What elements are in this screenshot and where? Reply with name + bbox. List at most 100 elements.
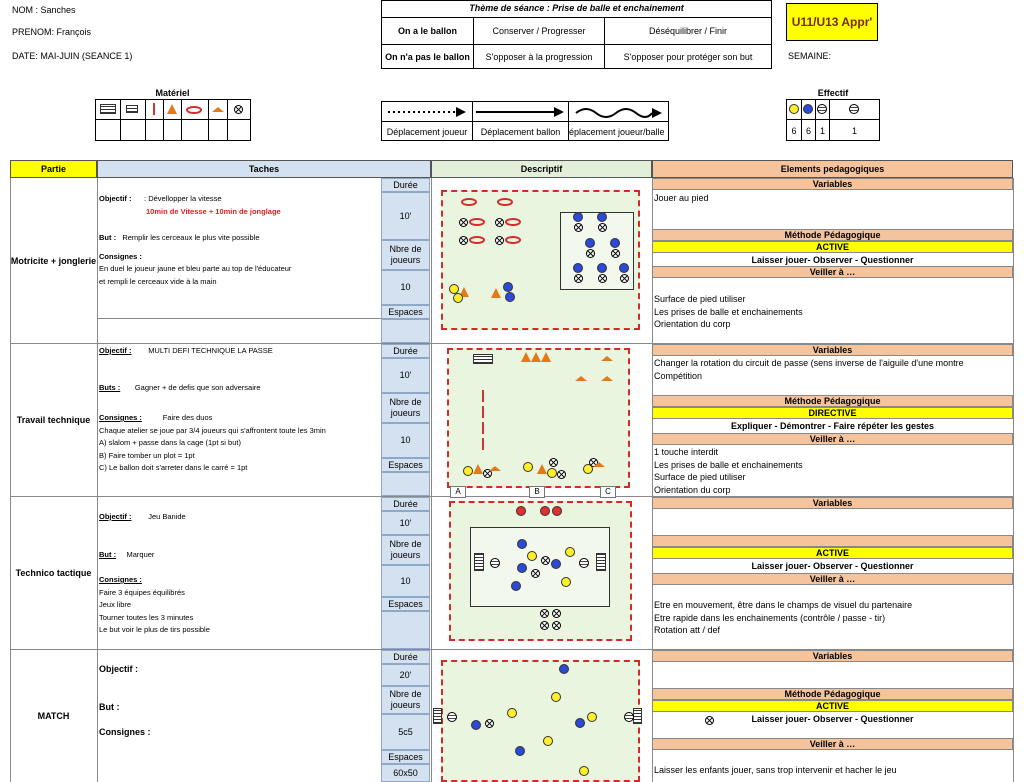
ball-icon [234, 105, 243, 114]
methode-type-3: ACTIVE [652, 547, 1013, 559]
duree-value-1: 10' [381, 192, 430, 240]
diagram-tactique [449, 501, 632, 641]
pole-icon [153, 103, 155, 115]
variables-bar-4: Variables [652, 650, 1013, 662]
match-but: But : [99, 702, 120, 712]
diagram-technique [447, 348, 630, 488]
espaces-label-4: Espaces [381, 750, 430, 764]
task-motricite: Objectif : : Dévellopper la vitesse 10mi… [99, 193, 379, 288]
ball-icon [705, 716, 714, 725]
veiller-bar-2: Veiller à … [652, 433, 1013, 445]
duree-label-4: Durée [381, 650, 430, 664]
prenom-text: PRENOM: François [12, 27, 92, 37]
methode-bar-2: Méthode Pédagogique [652, 395, 1013, 407]
effectif-yellow: 6 [791, 126, 797, 136]
nom-text: NOM : Sanches [12, 5, 76, 15]
methode-detail-4: Laisser jouer- Observer - Questionner [751, 714, 914, 724]
veiller-bar-1: Veiller à … [652, 266, 1013, 278]
methode-type-4: ACTIVE [652, 700, 1013, 712]
nbre-value-2: 10 [381, 423, 430, 458]
effectif-neutral: 1 [851, 126, 857, 136]
partie-technique: Travail technique [16, 415, 91, 425]
espaces-label-1: Espaces [381, 305, 430, 319]
veiller-3: Etre en mouvement, être dans le champs d… [654, 600, 913, 635]
duree-label-3: Durée [381, 497, 430, 511]
espaces-value-1 [381, 319, 430, 343]
match-consignes: Consignes : [99, 727, 151, 737]
flat-cone-icon [212, 107, 224, 112]
duree-label-1: Durée [381, 178, 430, 192]
col-elements: Elements pedagogiques [652, 160, 1013, 178]
station-a: A [450, 486, 466, 498]
partie-tactique: Technico tactique [15, 568, 92, 578]
duree-label-2: Durée [381, 344, 430, 358]
methode-bar-1: Méthode Pédagogique [652, 229, 1013, 241]
category-badge: U11/U13 Appr' [786, 3, 878, 41]
duree-value-2: 10' [381, 358, 430, 393]
espaces-value-4: 60x50 [381, 764, 430, 782]
legend-deplacement-joueur: Déplacement joueur [386, 127, 468, 137]
espaces-label-2: Espaces [381, 458, 430, 472]
veiller-2: 1 touche interdit Les prises de balle et… [654, 447, 803, 495]
veiller-1: Surface de pied utiliser Les prises de b… [654, 294, 803, 329]
effectif-blue: 6 [805, 126, 811, 136]
espaces-label-3: Espaces [381, 597, 430, 611]
variables-1: Jouer au pied [654, 193, 709, 203]
dotted-arrow-icon [388, 107, 466, 117]
bib-player-icon [817, 104, 827, 114]
movement-legend: Déplacement joueur Déplacement ballon ép… [381, 101, 669, 141]
cone-icon [167, 104, 177, 114]
station-b: B [529, 486, 545, 498]
col-partie: Partie [10, 160, 97, 178]
yellow-player-icon [789, 104, 799, 114]
diagram-motricite [441, 190, 640, 330]
col-taches: Taches [97, 160, 431, 178]
objectif-red: 10min de Vitesse + 10min de jonglage [146, 206, 281, 216]
station-c: C [600, 486, 616, 498]
variables-bar-3: Variables [652, 497, 1013, 509]
materiel-title: Matériel [155, 88, 190, 98]
nbre-label-2: Nbre de joueurs [381, 393, 430, 423]
methode-bar-3 [652, 535, 1013, 547]
veiller-bar-3: Veiller à … [652, 573, 1013, 585]
veiller-4: Laisser les enfants jouer, sans trop int… [654, 765, 897, 775]
neutral-player-icon [849, 104, 859, 114]
effectif-title: Effectif [817, 88, 849, 98]
nbre-value-1: 10 [381, 270, 430, 305]
veiller-bar-4: Veiller à … [652, 738, 1013, 750]
hoop-icon [186, 106, 202, 114]
espaces-value-3 [381, 611, 430, 649]
methode-detail-3: Laisser jouer- Observer - Questionner [751, 561, 914, 571]
methode-bar-4: Méthode Pédagogique [652, 688, 1013, 700]
effectif-table: 6 6 1 1 [786, 99, 880, 141]
wavy-arrow-icon [575, 108, 662, 118]
blue-player-icon [803, 104, 813, 114]
opposer-but-label: S'opposer pour protéger son but [623, 52, 753, 62]
semaine-label: SEMAINE: [788, 51, 832, 61]
duree-value-4: 20' [381, 664, 430, 686]
legend-deplacement-ballon: Déplacement ballon [480, 127, 561, 137]
variables-2: Changer la rotation du circuit de passe … [654, 358, 964, 381]
effectif-bib: 1 [819, 126, 825, 136]
mini-goal-icon [126, 105, 138, 113]
nbre-value-3: 10 [381, 565, 430, 597]
variables-bar-1: Variables [652, 178, 1013, 190]
conserver-label: Conserver / Progresser [492, 26, 586, 36]
nbre-label-1: Nbre de joueurs [381, 240, 430, 270]
desequilibrer-label: Déséquilibrer / Finir [648, 26, 728, 36]
col-descriptif: Descriptif [431, 160, 652, 178]
methode-detail-1: Laisser jouer- Observer - Questionner [751, 255, 914, 265]
on-na-pas-label: On n'a pas le ballon [385, 52, 470, 62]
methode-type-2: DIRECTIVE [652, 407, 1013, 419]
materiel-table [95, 99, 251, 141]
methode-type-1: ACTIVE [652, 241, 1013, 253]
solid-arrow-icon [476, 107, 564, 117]
espaces-value-2 [381, 472, 430, 496]
nbre-label-3: Nbre de joueurs [381, 535, 430, 565]
task-tactique: Objectif : Jeu Banide But : Marquer Cons… [99, 512, 210, 634]
theme-title: Thème de séance : Prise de balle et ench… [469, 3, 684, 13]
diagram-match [433, 660, 642, 782]
legend-deplacement-joueur-balle: éplacement joueur/balle [569, 127, 665, 137]
date-text: DATE: MAI-JUIN (SEANCE 1) [12, 51, 133, 61]
task-technique: Objectif : MULTI DEFI TECHNIQUE LA PASSE… [99, 346, 326, 472]
